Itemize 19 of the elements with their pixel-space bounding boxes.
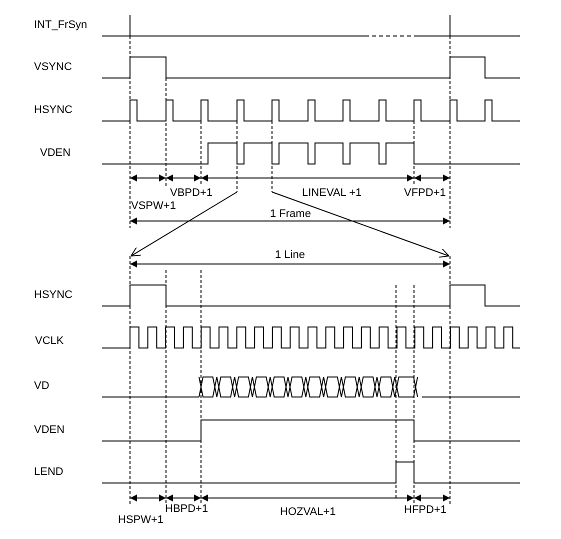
dimension-label: HFPD+1 (404, 504, 446, 517)
signal-name: INT_FrSyn (34, 19, 88, 32)
dimension-label: HBPD+1 (165, 503, 208, 516)
dimension-label: HSPW+1 (118, 514, 164, 527)
signal-name: LEND (34, 466, 64, 479)
dimension-label: LINEVAL +1 (302, 187, 362, 200)
dimension-label: VSPW+1 (131, 200, 176, 213)
dimension-label: VBPD+1 (170, 187, 212, 200)
signal-name: HSYNC (34, 289, 73, 302)
signal-name: VDEN (40, 147, 71, 160)
signal-name: VD (34, 380, 50, 393)
signal-name: VSYNC (34, 61, 72, 74)
signal-name: VDEN (34, 424, 65, 437)
dimension-label: HOZVAL+1 (280, 506, 336, 519)
dimension-label: VFPD+1 (404, 187, 446, 200)
signal-name: HSYNC (34, 104, 73, 117)
dimension-label: 1 Frame (270, 208, 311, 221)
dimension-label: 1 Line (275, 249, 305, 262)
signal-name: VCLK (35, 335, 64, 348)
